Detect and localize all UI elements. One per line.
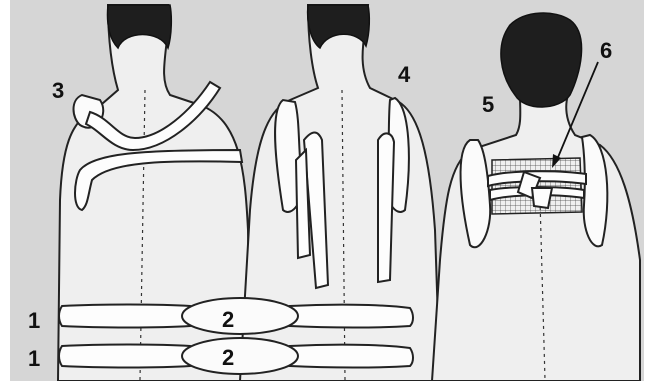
- label-four: 4: [398, 62, 411, 87]
- knot-center: [532, 188, 552, 208]
- label-five: 5: [482, 92, 494, 117]
- label-two-lower: 2: [222, 345, 234, 370]
- label-one-upper: 1: [28, 308, 40, 333]
- pad-two-lower: [182, 338, 298, 374]
- label-one-lower: 1: [28, 346, 40, 371]
- pad-two-upper: [182, 298, 298, 334]
- label-six: 6: [600, 38, 612, 63]
- label-two-upper: 2: [222, 307, 234, 332]
- head-hair-right: [501, 13, 582, 107]
- label-three: 3: [52, 78, 64, 103]
